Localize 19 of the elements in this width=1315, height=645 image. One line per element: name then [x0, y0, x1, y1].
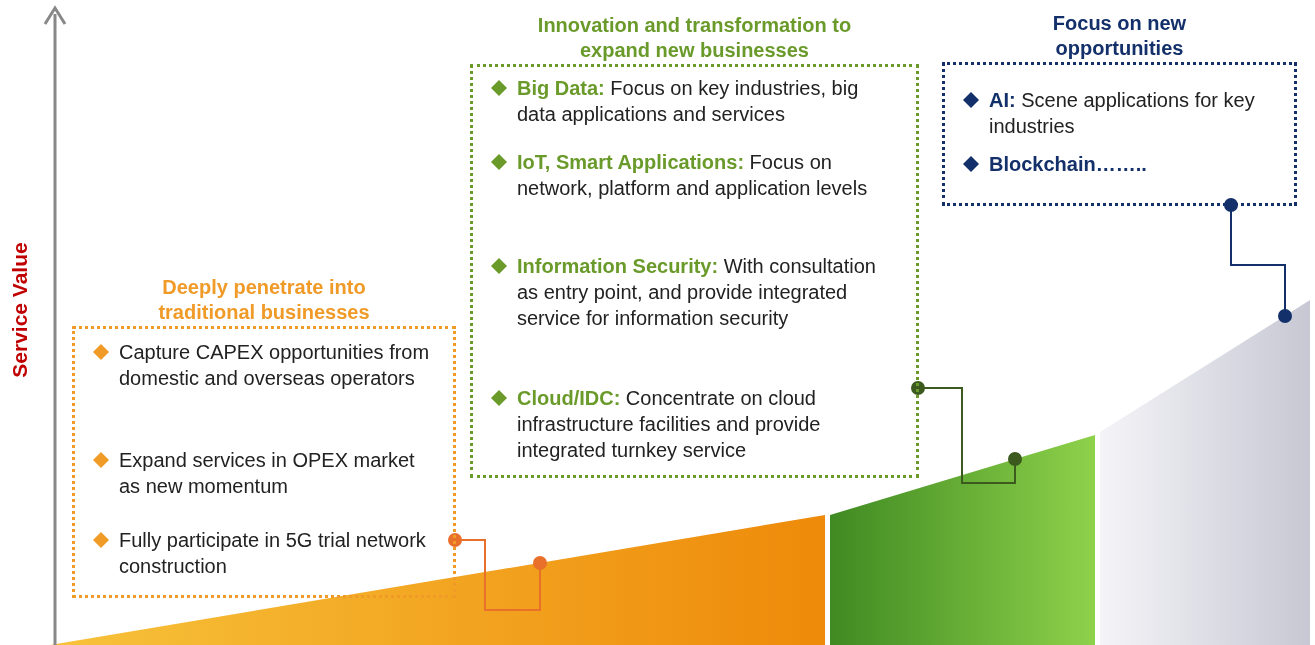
growth-wedge [50, 515, 825, 645]
leader-line [448, 533, 547, 611]
bullet-text: Big Data: Focus on key industries, big data applications and services [517, 76, 860, 127]
bullet-text: IoT, Smart Applications: Focus on network, platform and application levels [517, 150, 869, 201]
box-heading: Focus on new opportunities [1051, 11, 1188, 61]
leader-line [911, 381, 1022, 484]
bullet-text: AI: Scene applications for key industries [989, 88, 1256, 139]
growth-wedge [1100, 300, 1310, 645]
growth-wedge [830, 435, 1095, 645]
bullet-text: Cloud/IDC: Concentrate on cloud infrastructure facilities and provide integrated turnkey service [517, 386, 822, 463]
bullet-text: Capture CAPEX opportunities from domestic and overseas operators [119, 340, 431, 391]
bullet-text: Blockchain…….. [989, 152, 1147, 177]
box-heading: Innovation and transformation to expand new businesses [536, 13, 853, 63]
box-heading: Deeply penetrate into traditional businesses [157, 275, 371, 325]
bullet-text: Fully participate in 5G trial network construction [119, 528, 427, 579]
bullet-text: Expand services in OPEX market as new momentum [119, 448, 416, 499]
bullet-text: Information Security: With consultation as entry point, and provide integrated service for information security [517, 254, 877, 331]
axis-title: Service Value [8, 242, 32, 378]
leader-line [1224, 198, 1292, 323]
